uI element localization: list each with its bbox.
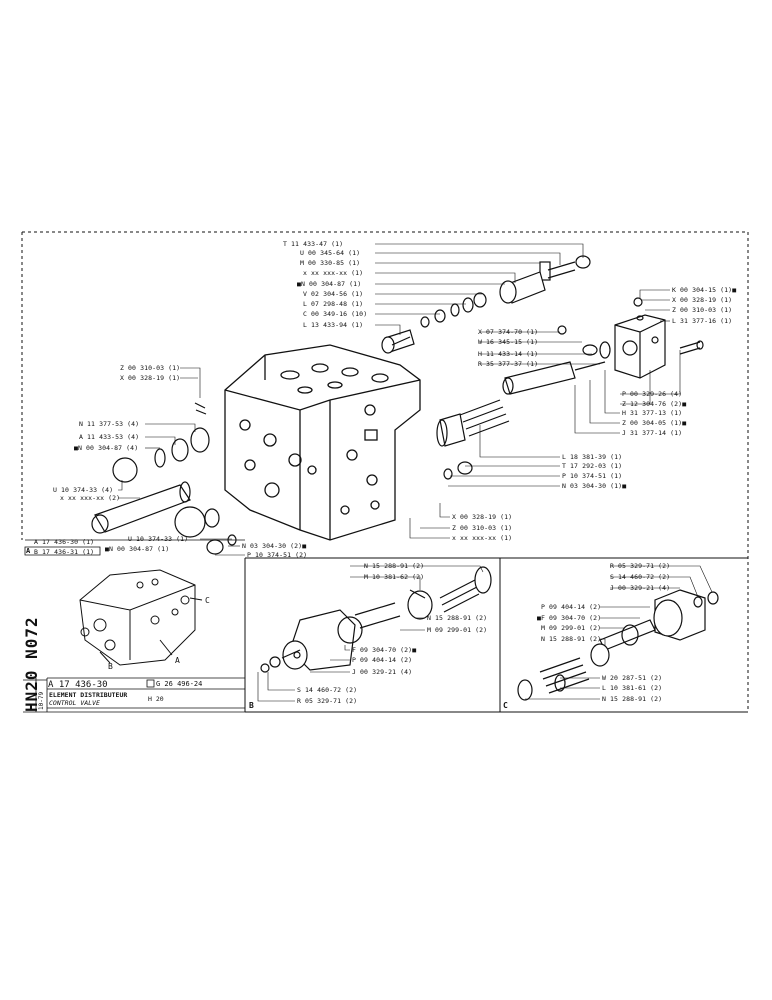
b-label-r05329: R 05 329-71 (2) — [297, 697, 358, 705]
part-label-w16345: W 16 345-15 (1) — [478, 338, 539, 346]
box-b-parts — [260, 566, 492, 673]
part-label-n11377: N 11 377-53 (4) — [79, 420, 140, 428]
part-label-n00304-87-b: ■N 00 304-87 (1) — [105, 545, 170, 553]
title-block-lines — [23, 539, 245, 713]
inset-letter-c: C — [205, 596, 210, 605]
leader-lines — [118, 243, 681, 556]
part-label-n00304-87: ■N 00 304-87 (1) — [297, 280, 362, 288]
b-label-j00329: J 00 329-21 (4) — [352, 668, 413, 676]
part-label-n03304-b: N 03 304-30 (2)■ — [242, 542, 307, 550]
b-label-f09304: F 09 304-70 (2)■ — [352, 646, 417, 654]
part-label-z00310-b: Z 00 310-03 (1) — [452, 524, 513, 532]
part-label-u10374-l: U 10 374-33 (4) — [53, 486, 114, 494]
inset-valve-view — [79, 569, 203, 666]
part-label-l31377-16: L 31 377-16 (1) — [672, 317, 733, 325]
right-flange — [614, 297, 704, 379]
part-label-x00328-r: X 00 328-19 (1) — [672, 296, 733, 304]
part-label-t17292: T 17 292-03 (1) — [562, 462, 623, 470]
part-label-m00330: M 00 330-85 (1) — [300, 259, 361, 267]
part-label-l18381: L 18 381-39 (1) — [562, 453, 623, 461]
c-label-s14460: S 14 460-72 (2) — [610, 573, 671, 581]
c-label-p09404: P 09 404-14 (2) — [541, 603, 602, 611]
valve-body — [224, 344, 421, 541]
part-label-p10374-c: P 10 374-51 (1) — [562, 472, 623, 480]
part-label-p00329: P 00 329-26 (4) — [622, 390, 683, 398]
part-label-v02304: V 02 304-56 (1) — [303, 290, 364, 298]
title-reference: G 26 496-24 — [156, 680, 203, 688]
inset-letter-b: B — [108, 662, 113, 671]
title-part-number: A 17 436-30 — [48, 680, 108, 690]
c-label-l10381: L 10 381-61 (2) — [602, 684, 663, 692]
part-label-j31377: J 31 377-14 (1) — [622, 429, 683, 437]
part-label-z12304: Z 12 304-76 (2)■ — [622, 400, 687, 408]
part-label-n03304-c: N 03 304-30 (1)■ — [562, 482, 627, 490]
b-label-p09404: P 09 404-14 (2) — [352, 656, 413, 664]
b-label-n15288-1: N 15 288-91 (2) — [364, 562, 425, 570]
title-name-fr: ELEMENT DISTRIBUTEUR — [49, 691, 128, 699]
upper-valve-parts — [381, 255, 591, 354]
part-label-k00304: K 00 304-15 (1)■ — [672, 286, 737, 294]
c-label-j00329: J 00 329-21 (4) — [610, 584, 671, 592]
part-label-xxx-b: x xx xxx-xx (1) — [452, 534, 513, 542]
part-label-r35377: R 35 377-37 (1) — [478, 360, 539, 368]
b-label-n15288-2: N 15 288-91 (2) — [427, 614, 488, 622]
c-label-r05329: R 05 329-71 (2) — [610, 562, 671, 570]
c-label-f09304: ■F 09 304-70 (2) — [537, 614, 602, 622]
part-label-xxx-upper: x xx xxx-xx (1) — [303, 269, 364, 277]
part-label-z00304: Z 00 304-05 (1)■ — [622, 419, 687, 427]
spool-assembly — [436, 325, 611, 480]
title-name-en: CONTROL VALVE — [49, 699, 100, 707]
part-label-a11433: A 11 433-53 (4) — [79, 433, 140, 441]
part-label-t11433: T 11 433-47 (1) — [283, 240, 344, 248]
left-parts — [91, 402, 237, 555]
part-label-h31377: H 31 377-13 (1) — [622, 409, 683, 417]
part-label-x07374: X 07 374-70 (1) — [478, 328, 539, 336]
part-label-xxx-l: x xx xxx-xx (2) — [60, 494, 121, 502]
c-label-n15288-2: N 15 288-91 (2) — [602, 695, 663, 703]
part-label-u10374-b: U 10 374-33 (1) — [128, 535, 189, 543]
part-label-h11433: H 11 433-14 (1) — [478, 350, 539, 358]
c-label-m09299: M 09 299-01 (2) — [541, 624, 602, 632]
part-label-b17436-31: B 17 436-31 (1) — [34, 548, 95, 556]
part-label-z00310-l: Z 00 310-03 (1) — [120, 364, 181, 372]
c-label-n15288-1: N 15 288-91 (2) — [541, 635, 602, 643]
part-label-u00345: U 00 345-64 (1) — [300, 249, 361, 257]
part-label-n00304-87-l: ■N 00 304-87 (4) — [74, 444, 139, 452]
part-label-x00328-b: X 00 328-19 (1) — [452, 513, 513, 521]
part-label-a17436-30: A 17 436-30 (1) — [34, 538, 95, 546]
box-letter-c: C — [503, 701, 508, 710]
c-label-w20287: W 20 287-51 (2) — [602, 674, 663, 682]
box-letter-b: B — [249, 701, 254, 710]
b-label-m10381: M 10 381-62 (2) — [364, 573, 425, 581]
b-label-m09299: M 09 299-01 (2) — [427, 626, 488, 634]
inset-letter-a: A — [175, 656, 180, 665]
part-label-p10374-b: P 10 374-51 (2) — [247, 551, 308, 559]
side-date: 10-79 — [38, 691, 45, 710]
part-label-x00328-l: X 00 328-19 (1) — [120, 374, 181, 382]
part-label-c00349: C 00 349-16 (10) — [303, 310, 368, 318]
part-label-z00310-r: Z 00 310-03 (1) — [672, 306, 733, 314]
row-label-a: A — [26, 547, 31, 555]
box-c-parts — [517, 589, 719, 701]
part-label-l07298: L 07 298-48 (1) — [303, 300, 364, 308]
b-label-s14460: S 14 460-72 (2) — [297, 686, 358, 694]
title-model: H 20 — [148, 695, 164, 703]
part-label-l13433: L 13 433-94 (1) — [303, 321, 364, 329]
